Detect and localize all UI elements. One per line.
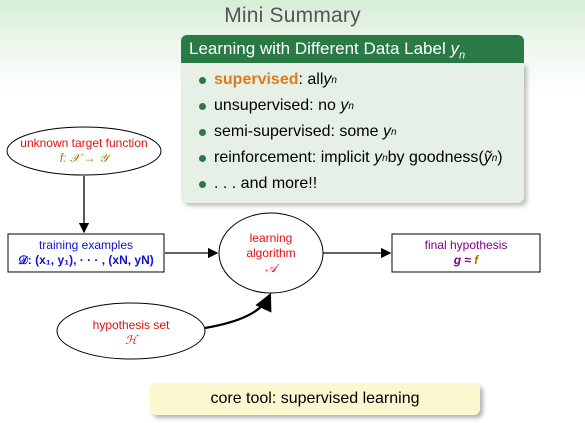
final-g: g (453, 253, 462, 267)
target-function-node (6, 126, 162, 176)
target-label: unknown target function (20, 136, 148, 150)
final-hypothesis-text: final hypothesis g ≈ f (392, 238, 540, 268)
training-examples-text: training examples 𝒟: (x₁, y₁), · · · , (… (8, 238, 164, 268)
final-f: f (474, 253, 479, 267)
bullet-icon (199, 76, 206, 84)
yn-var: y (382, 123, 391, 140)
hypothesis-label: hypothesis set (92, 318, 170, 332)
training-label: training examples (38, 238, 134, 252)
hypothesis-set-text: hypothesis set ℋ (57, 318, 205, 348)
supervised-label: supervised (214, 71, 299, 88)
hypothesis-symbol: ℋ (125, 333, 137, 347)
final-label: final hypothesis (424, 238, 508, 252)
hypothesis-set-node (56, 302, 206, 360)
block-header: Learning with Different Data Label yn (181, 35, 524, 63)
bullet-icon (199, 128, 206, 136)
header-sub: n (458, 49, 466, 62)
final-approx: ≈ (461, 253, 475, 267)
yn-sub: n (331, 74, 337, 86)
yn-var: y (340, 97, 349, 114)
item-text: . . . and more!! (214, 175, 318, 192)
yn-sub: n (390, 126, 397, 138)
training-formula: 𝒟: (x₁, y₁), · · · , (xN, yN) (18, 253, 154, 267)
list-item: . . . and more!! (191, 171, 518, 197)
target-function-text: unknown target function f: 𝒳 → 𝒴 (8, 136, 160, 166)
yn-var: y (323, 71, 332, 88)
algorithm-symbol: 𝒜 (265, 261, 277, 275)
core-tool-box: core tool: supervised learning (150, 383, 480, 415)
goodness-text: by goodness( (387, 149, 484, 166)
summary-block: Learning with Different Data Label yn su… (181, 35, 524, 203)
ytilde-var: ỹ (483, 149, 492, 166)
slide-title: Mini Summary (224, 4, 361, 27)
header-var: y (450, 39, 459, 58)
item-text: unsupervised: no (214, 97, 336, 114)
bullet-icon (199, 154, 206, 162)
item-text: semi-supervised: some (214, 123, 379, 140)
yn-sub: n (348, 100, 354, 112)
algorithm-text: learning algorithm 𝒜 (220, 231, 322, 276)
final-hypothesis-node (391, 233, 541, 273)
bullet-icon (199, 102, 206, 110)
yn-var: y (374, 149, 383, 166)
algorithm-line1: learning (249, 231, 293, 245)
target-formula: f: 𝒳 → 𝒴 (59, 151, 109, 165)
ytilde-sub: n (491, 152, 498, 164)
training-examples-node (7, 233, 165, 273)
item-text: : all (298, 71, 324, 88)
bullet-icon (199, 180, 206, 188)
algorithm-line2: algorithm (246, 246, 296, 260)
block-header-text: Learning with Different Data Label (189, 39, 451, 58)
arrow-hypothesis-to-algorithm (204, 293, 272, 330)
yn-sub: n (382, 152, 388, 164)
item-text: reinforcement: implicit (214, 149, 370, 166)
